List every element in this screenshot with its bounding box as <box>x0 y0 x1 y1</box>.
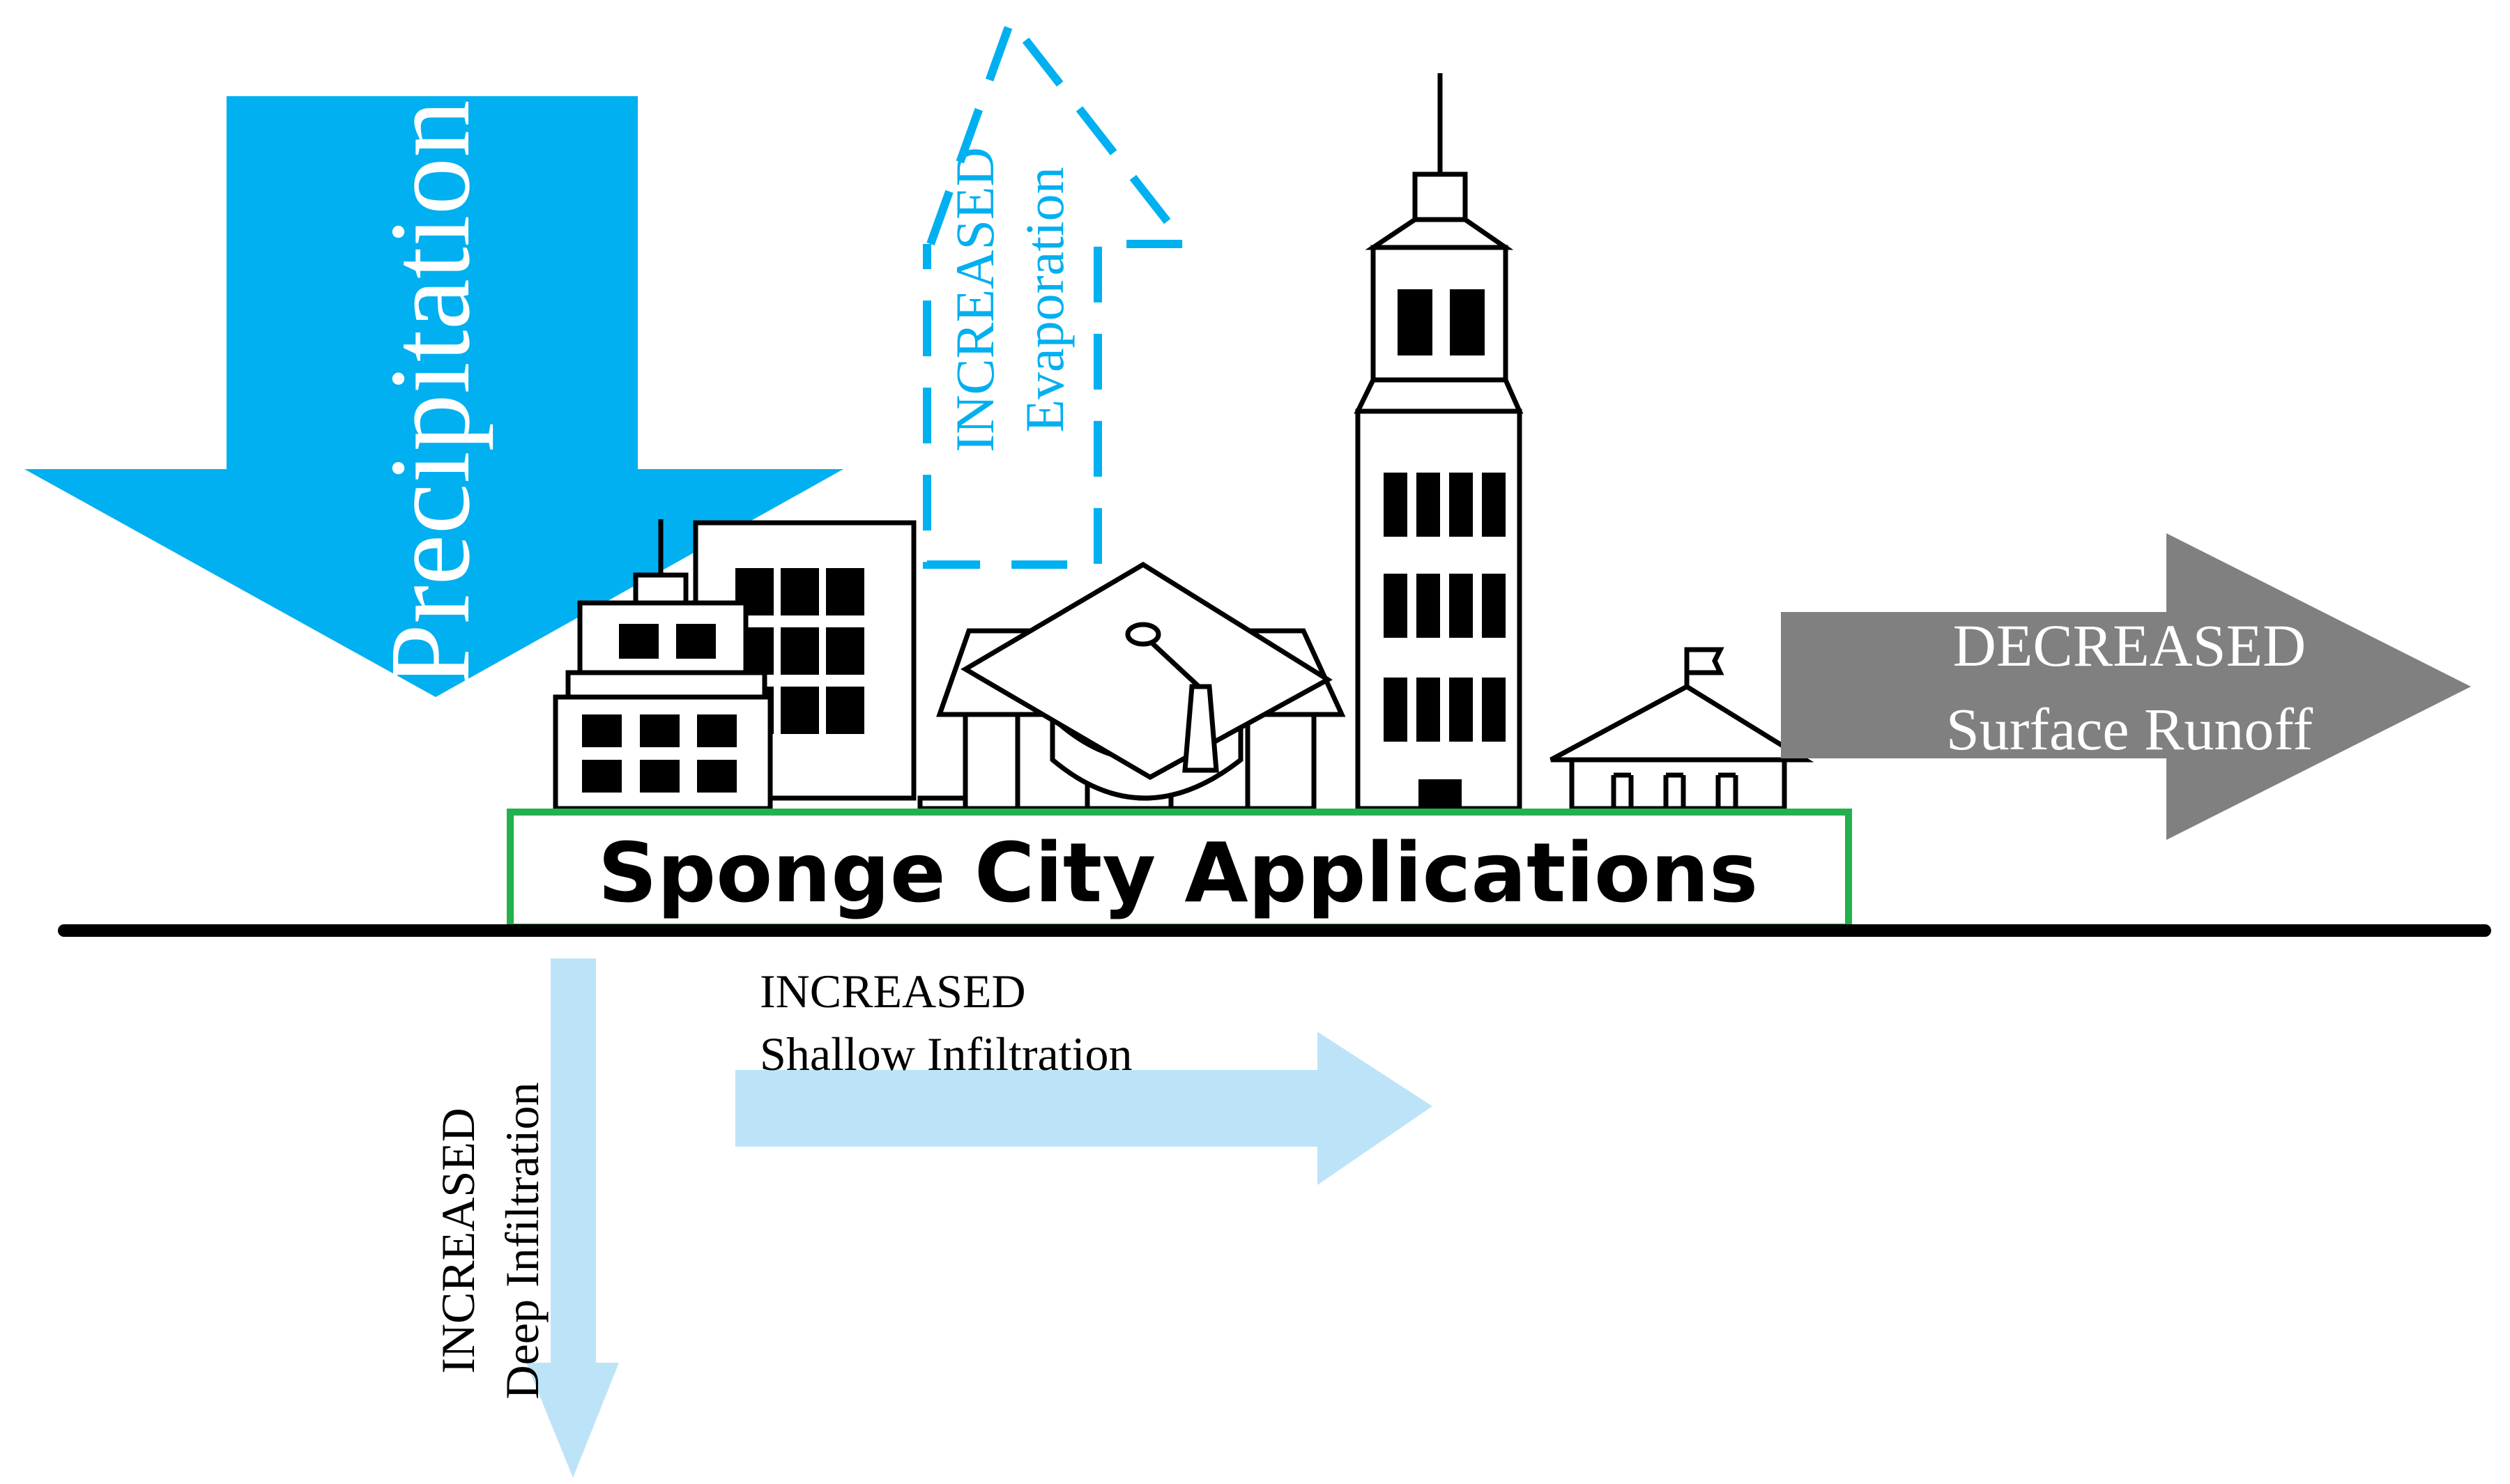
surface-runoff-arrow: DECREASED Surface Runoff <box>1781 533 2471 840</box>
deep-label-line2: Deep Infiltration <box>496 1082 549 1399</box>
runoff-label-line2: Surface Runoff <box>1946 696 2313 763</box>
deep-infiltration-arrow: INCREASED Deep Infiltration <box>431 958 619 1478</box>
small-building <box>553 519 773 811</box>
flag-icon <box>1684 647 1724 675</box>
skyscraper <box>1354 73 1524 811</box>
evaporation-label-line2: Evaporation <box>1014 167 1075 432</box>
deep-label-line1: INCREASED <box>431 1108 484 1374</box>
runoff-label-line1: DECREASED <box>1953 612 2306 679</box>
university-building <box>936 561 1346 811</box>
city-buildings <box>553 73 1814 811</box>
evaporation-label-line1: INCREASED <box>944 147 1005 452</box>
evaporation-arrow: INCREASED Evaporation <box>923 12 1194 569</box>
precipitation-label: Precipitation <box>366 100 493 687</box>
shallow-infiltration-arrow: INCREASED Shallow Infiltration <box>735 965 1432 1185</box>
house <box>1549 647 1814 811</box>
graduation-cap-icon <box>961 561 1333 801</box>
shallow-label-line1: INCREASED <box>760 965 1026 1018</box>
sponge-city-label: Sponge City Applications <box>598 825 1758 921</box>
shallow-label-line2: Shallow Infiltration <box>760 1027 1132 1080</box>
precipitation-arrow: Precipitation <box>24 96 843 697</box>
sponge-city-box: Sponge City Applications <box>507 809 1852 931</box>
